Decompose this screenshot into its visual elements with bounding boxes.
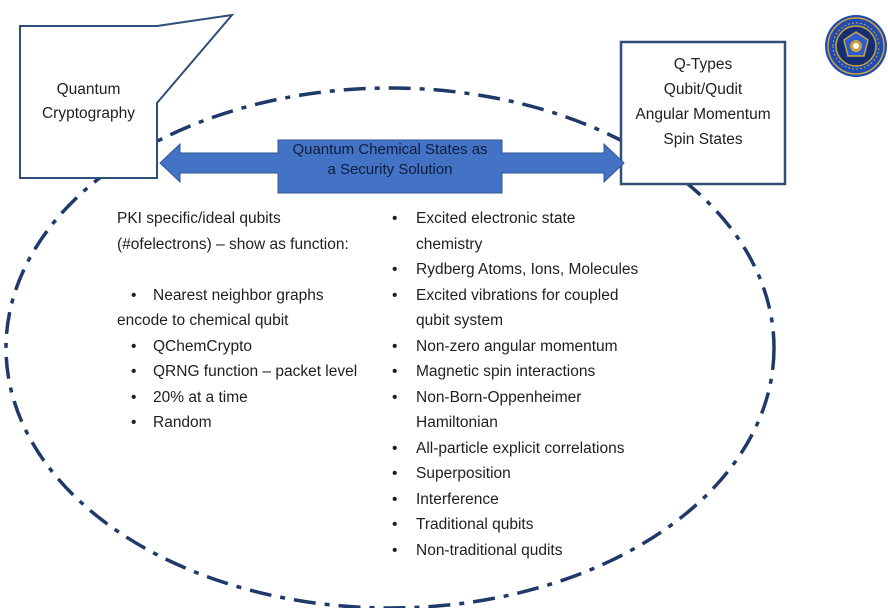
right-bullet: Non-traditional qudits [392,538,638,564]
callout-line: Cryptography [41,105,136,122]
right-bullet: Traditional qubits [392,512,638,538]
quantum-security-alliance-logo [825,15,887,77]
right-bullet-continuation: Hamiltonian [416,414,498,431]
right-bullet-continuation: chemistry [416,235,483,253]
left-bullet-text: Nearest neighbor graphs [153,286,324,304]
speech-bubble-callout [19,13,235,179]
right-bullet-text: Non-Born-Oppenheimer [416,388,582,406]
right-bullet: Rydberg Atoms, Ions, Molecules [392,257,638,283]
dash-dot-ellipse [4,86,776,608]
right-bullet: Magnetic spin interactions [392,359,638,385]
right-bullet-text: Rydberg Atoms, Ions, Molecules [416,261,639,278]
quantum-cryptography-label: Quantum Cryptography [20,78,157,126]
right-bullet-text: Non-traditional qudits [416,541,563,559]
left-bullet-text: 20% at a time [153,388,248,406]
left-bullet: Random [131,410,363,436]
callout-line: Quantum [56,81,121,98]
right-bullet-text: Interference [416,490,499,508]
q-types-line: Spin States [663,131,743,148]
double-headed-arrow [159,139,625,194]
q-types-line: Qubit/Qudit [663,81,743,98]
left-bullet: QChemCrypto [131,334,363,360]
left-bullet: QRNG function – packet level [131,359,363,385]
banner-line: Quantum Chemical States as [292,141,488,158]
right-column: Excited electronic state chemistry Rydbe… [392,206,638,563]
left-bullet-text: Random [153,414,212,431]
right-bullet: Excited vibrations for coupled [392,283,638,309]
left-intro-line: (#ofelectrons) – show as function: [117,235,349,253]
q-types-line: Angular Momentum [635,106,771,123]
right-bullet-text: Magnetic spin interactions [416,363,596,380]
q-types-line: Q-Types [673,56,733,73]
banner-line: a Security Solution [327,161,453,178]
right-bullet: Non-Born-Oppenheimer [392,385,638,411]
left-bullet-text: QRNG function – packet level [153,363,358,380]
right-bullet: Non-zero angular momentum [392,334,638,360]
left-bullet-text: QChemCrypto [153,337,253,355]
left-intro-line: PKI specific/ideal qubits [117,210,281,227]
left-bullet: Nearest neighbor graphs [131,283,363,309]
q-types-box-text: Q-Types Qubit/Qudit Angular Momentum Spi… [621,52,785,152]
banner-title: Quantum Chemical States as a Security So… [278,140,502,180]
right-bullet-text: Excited vibrations for coupled [416,286,619,304]
right-bullet-text: Traditional qubits [416,516,534,533]
left-column: PKI specific/ideal qubits (#ofelectrons)… [117,206,357,436]
right-bullet: All-particle explicit correlations [392,436,638,462]
right-bullet-text: All-particle explicit correlations [416,439,625,457]
right-box [619,40,787,186]
right-bullet-text: Superposition [416,465,511,482]
right-bullet-text: Non-zero angular momentum [416,337,618,355]
right-bullet-text: Excited electronic state [416,210,576,227]
right-bullet: Interference [392,487,638,513]
right-bullet: Superposition [392,461,638,487]
left-bullet: 20% at a time [131,385,363,411]
right-bullet: Excited electronic state [392,206,638,232]
left-bullet-continuation: encode to chemical qubit [117,312,289,329]
right-bullet-continuation: qubit system [416,312,504,329]
